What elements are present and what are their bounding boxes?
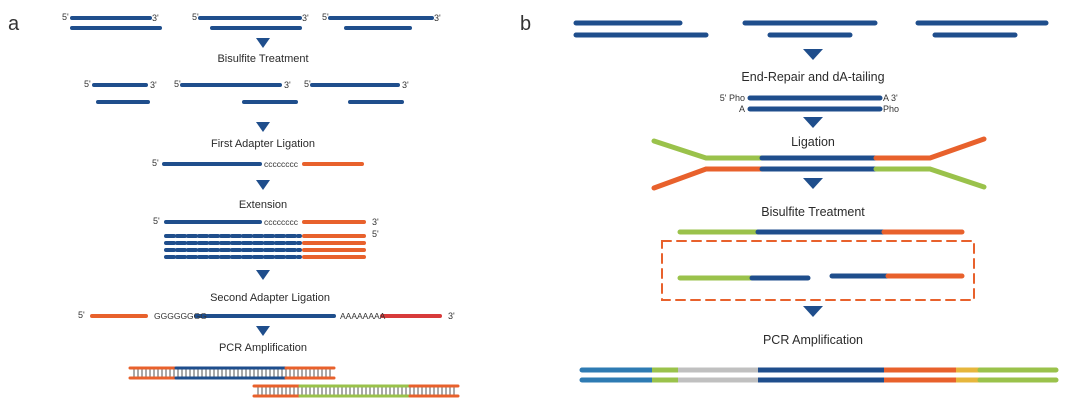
arrow-down-icon: [803, 306, 823, 317]
end-3-label: 3': [402, 80, 409, 90]
arrow-down-icon: [803, 117, 823, 128]
c-tail-label: cccccccc: [264, 159, 299, 169]
step-label: PCR Amplification: [219, 342, 307, 354]
pho5-label: 5' Pho: [720, 93, 745, 103]
end-3-label: 3': [150, 80, 157, 90]
step-label: Bisulfite Treatment: [761, 205, 865, 219]
end-5-label: 5': [78, 310, 85, 320]
dashed-extension-block: [164, 234, 366, 259]
end-3-label: 3': [152, 13, 159, 23]
end-5-label: 5': [153, 216, 160, 226]
panel-a: 5' 3' 5' 3' 5' 3' Bisulfite Treatment 5'…: [62, 12, 460, 398]
panel-b: End-Repair and dA-tailing 5' Pho A 3' A …: [573, 20, 1059, 383]
end-3-label: 3': [434, 13, 441, 23]
end-5-label: 5': [372, 229, 379, 239]
arrow-down-icon: [256, 122, 270, 132]
panel-label-a: a: [8, 13, 20, 35]
step-label: PCR Amplification: [763, 333, 863, 347]
step-label: Ligation: [791, 135, 835, 149]
end-3-label: 3': [302, 13, 309, 23]
a-label: A: [739, 104, 745, 114]
arrow-down-icon: [256, 326, 270, 336]
arrow-down-icon: [256, 180, 270, 190]
arrow-down-icon: [256, 270, 270, 280]
end-5-label: 5': [304, 79, 311, 89]
a3-label: A 3': [883, 93, 898, 103]
a-tail-label: AAAAAAAA: [340, 311, 386, 321]
pho-label: Pho: [883, 104, 899, 114]
end-3-label: 3': [448, 311, 455, 321]
genomic-dna-row: [573, 20, 1049, 38]
arrow-down-icon: [256, 38, 270, 48]
end-5-label: 5': [62, 12, 69, 22]
c-tail-label: cccccccc: [264, 217, 299, 227]
step-label: Bisulfite Treatment: [217, 53, 308, 65]
pcr-product-2: [252, 384, 460, 398]
panel-label-b: b: [520, 13, 531, 35]
pcr-product-1: [128, 366, 336, 380]
end-5-label: 5': [322, 12, 329, 22]
end-5-label: 5': [174, 79, 181, 89]
step-label: Extension: [239, 199, 287, 211]
ssdna-row: [92, 83, 404, 104]
end-5-label: 5': [192, 12, 199, 22]
step-label: Second Adapter Ligation: [210, 292, 330, 304]
end-5-label: 5': [152, 158, 159, 168]
y-adapter-ligation: [651, 136, 987, 191]
final-pcr-product: [579, 367, 1059, 383]
dashed-box: [661, 240, 975, 301]
end-3-label: 3': [372, 217, 379, 227]
end-3-label: 3': [284, 80, 291, 90]
end-5-label: 5': [84, 79, 91, 89]
step-label: End-Repair and dA-tailing: [741, 70, 884, 84]
arrow-down-icon: [803, 49, 823, 60]
step-label: First Adapter Ligation: [211, 138, 315, 150]
g-tail-label: GGGGGGGG: [154, 311, 207, 321]
genomic-dna-row: [70, 16, 434, 30]
arrow-down-icon: [803, 178, 823, 189]
